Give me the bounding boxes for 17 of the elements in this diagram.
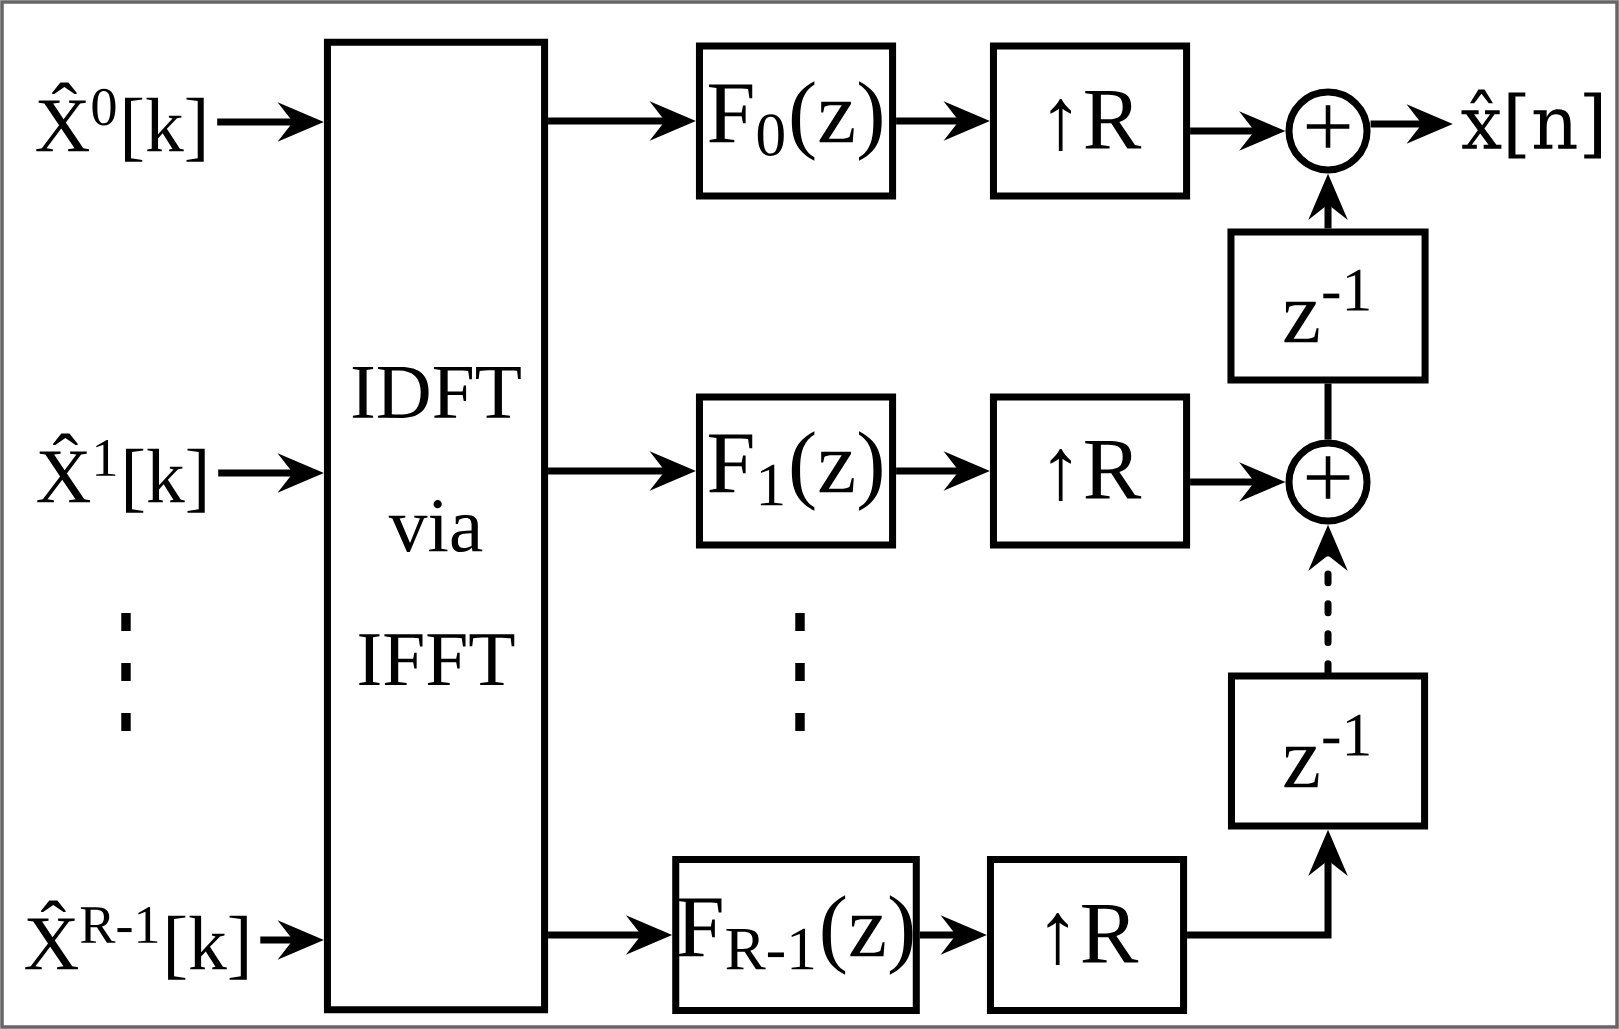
block-box: ↑R	[989, 393, 1191, 549]
block-box: ↑R	[986, 855, 1188, 1015]
block-box: z$^{-1}$	[1227, 672, 1429, 830]
block-box: F$_{0}$(z)	[695, 42, 897, 200]
summing-junction: +	[1285, 88, 1371, 174]
signal-label: X̂$^{0}$[k]	[36, 82, 204, 162]
ellipsis-dots: ⋮	[795, 612, 805, 732]
block-box: F$_{R-1}$(z)	[672, 855, 920, 1015]
signal-label: X̂$^{1}$[k]	[37, 433, 205, 513]
block-box: ↑R	[989, 42, 1191, 200]
signal-label: x̂[n]	[1461, 89, 1601, 159]
transform-box: IDFT via IFFT	[323, 38, 549, 1014]
ellipsis-dots: ⋮	[121, 612, 131, 732]
block-box: z$^{-1}$	[1227, 228, 1429, 384]
signal-label: X̂$^{R-1}$[k]	[25, 900, 247, 980]
block-box: F$_{1}$(z)	[695, 393, 897, 549]
summing-junction: +	[1285, 439, 1371, 525]
